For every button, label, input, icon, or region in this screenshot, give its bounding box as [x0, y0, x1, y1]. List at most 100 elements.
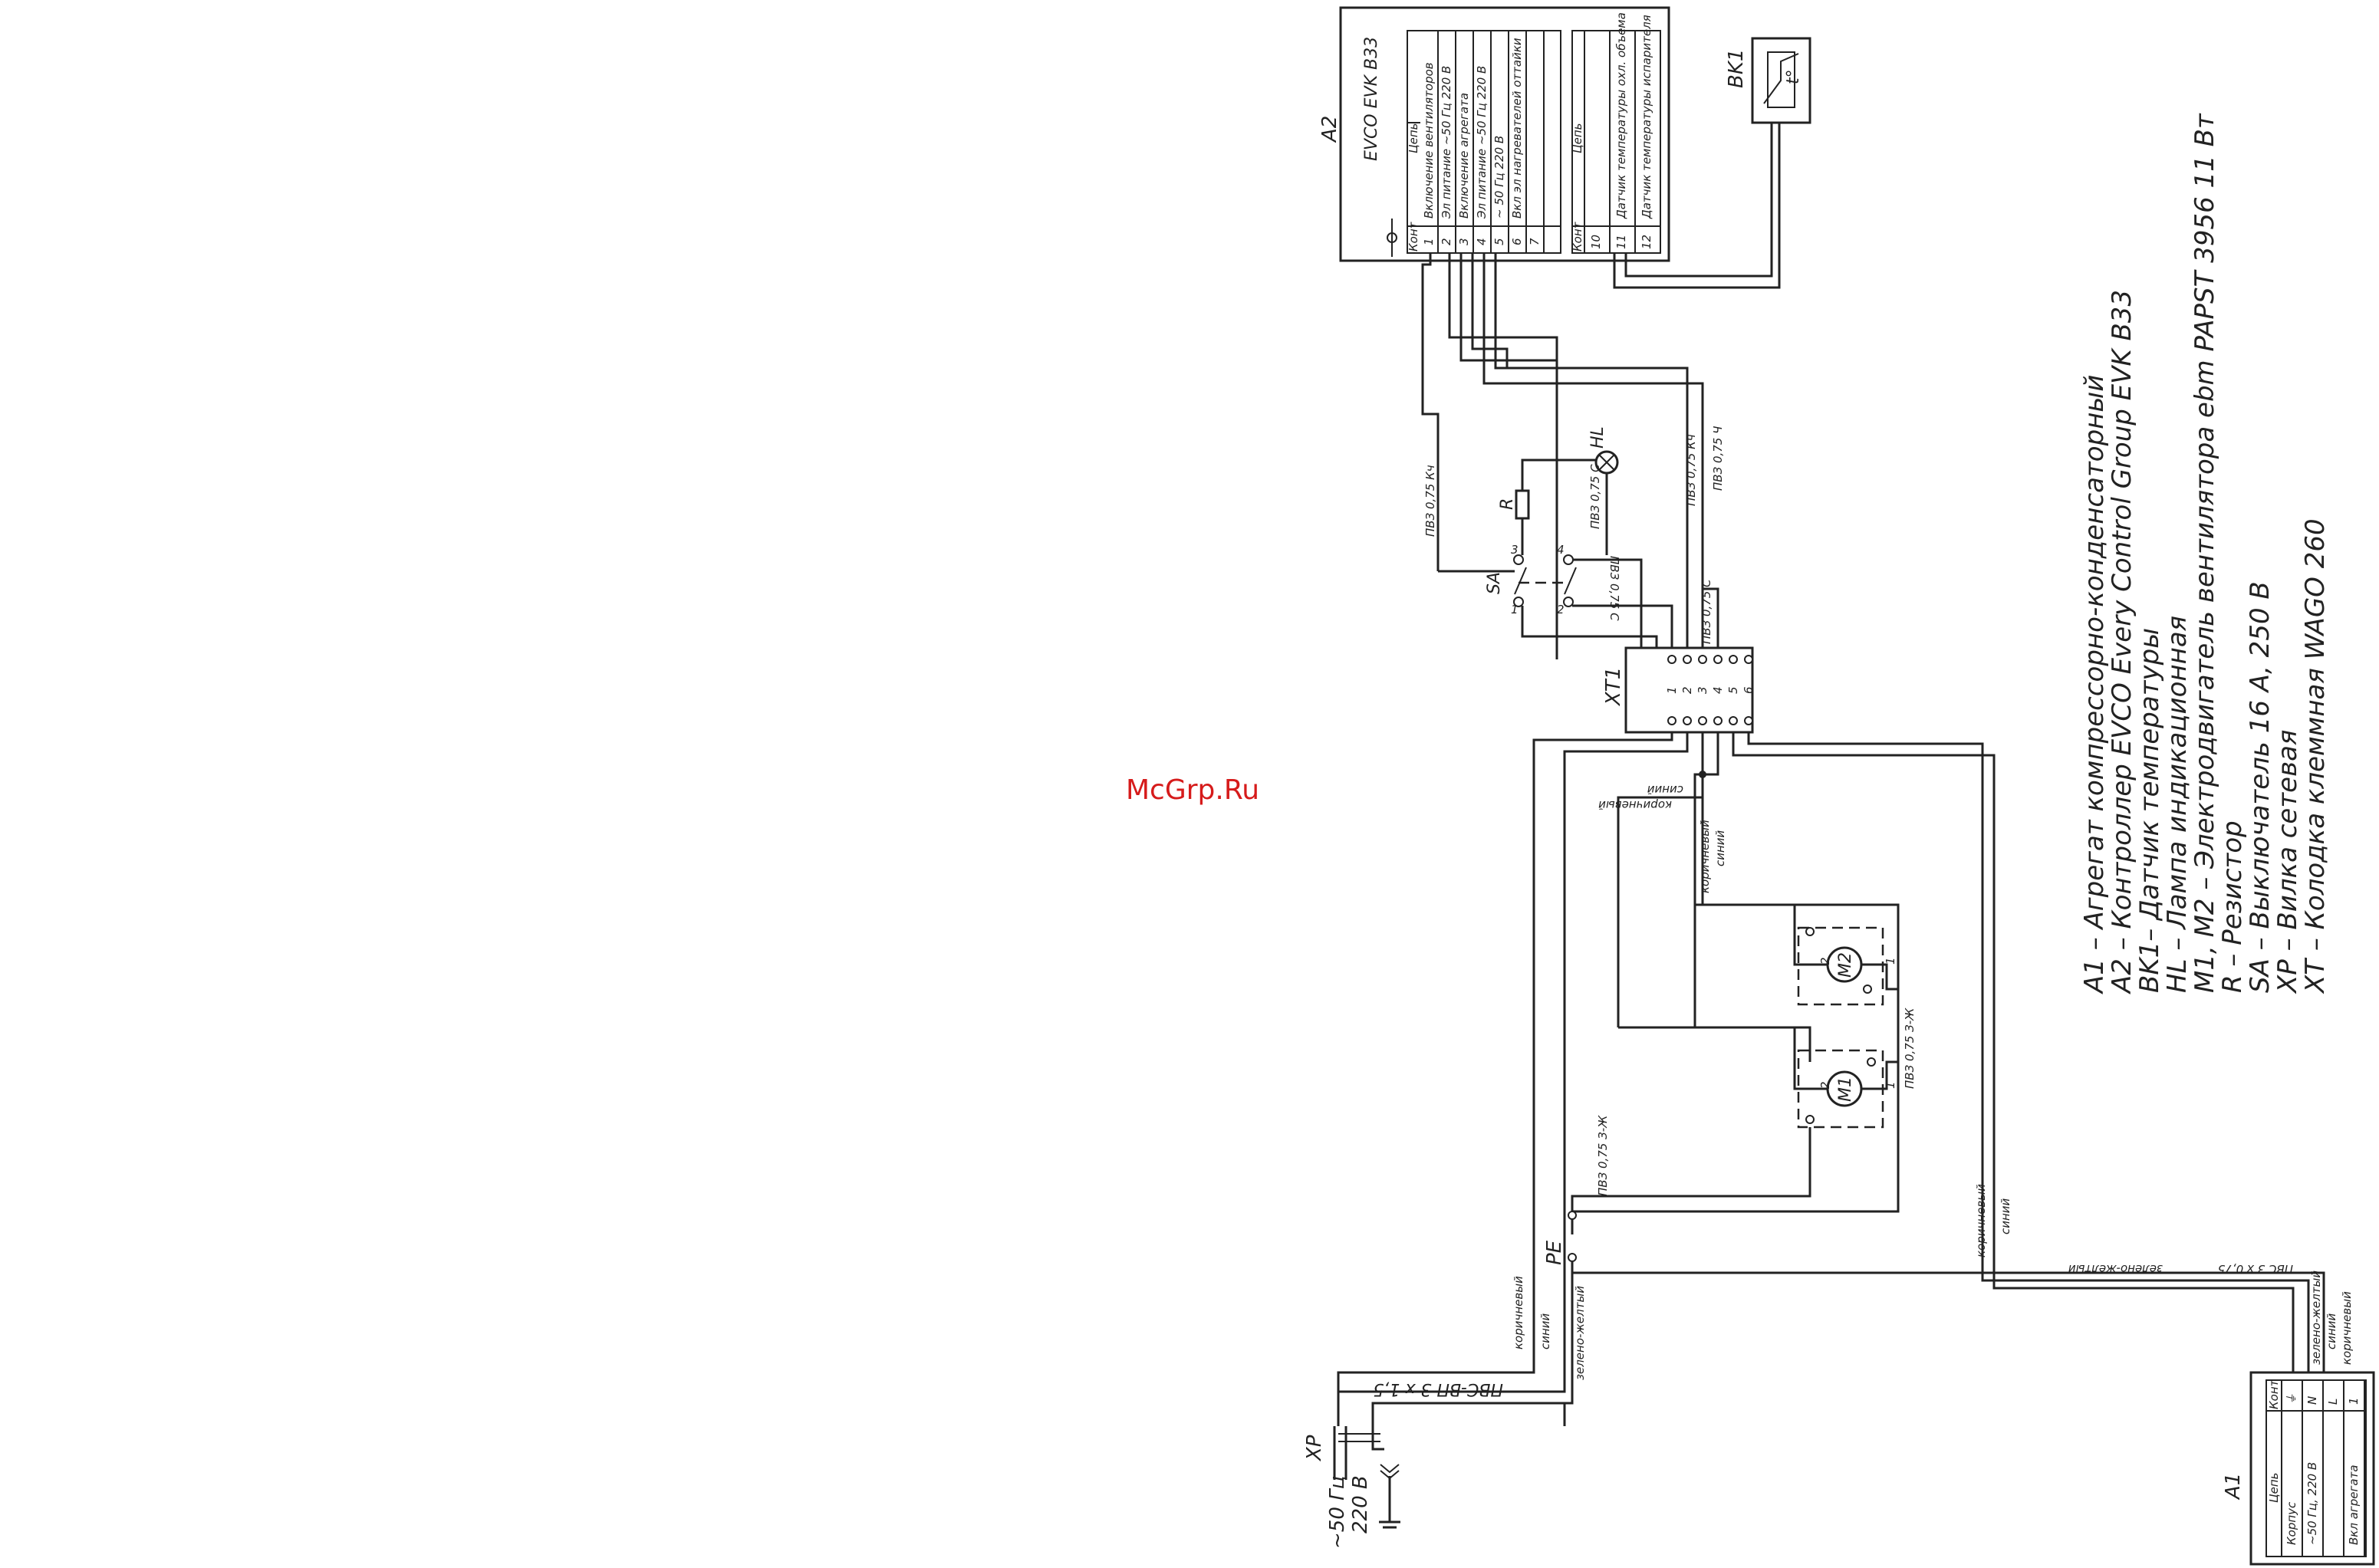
- a2-pin-6: 6: [1510, 238, 1524, 245]
- a1-circuit-label: Вкл агрегата: [2347, 1464, 2361, 1545]
- a2-circuit-label: ~ 50 Гц 220 В: [1492, 136, 1506, 219]
- a1-ref: A1: [2222, 1473, 2245, 1501]
- a2-pin-7: 7: [1528, 238, 1542, 245]
- xt1-terminal-bottom: [1713, 716, 1723, 725]
- xt1-terminal-bottom: [1729, 716, 1738, 725]
- xt1-terminal-bottom: [1667, 716, 1676, 725]
- sensor-bk1: t° BK1: [1725, 37, 1811, 124]
- a2-circuit-label: Датчик температуры испарителя: [1640, 15, 1653, 219]
- xt1-pin-5: 5: [1726, 686, 1740, 694]
- legend-item: SA – Выключатель 16 А, 250 В: [2245, 581, 2275, 993]
- a2-pin-1: 1: [1422, 238, 1436, 245]
- xt1-terminal-top: [1683, 655, 1692, 664]
- bk1-symbol: t°: [1784, 69, 1803, 84]
- pe-bus: PE: [1543, 1211, 2325, 1426]
- wire-label-sin3: синий: [1999, 1198, 2012, 1234]
- pe-ref: PE: [1543, 1240, 1566, 1265]
- a2-ref: A2: [1318, 116, 1341, 143]
- r-ref: R: [1498, 498, 1517, 510]
- a2-circuit-label: Датчик температуры охл. объема: [1614, 12, 1628, 219]
- wire-label-pv3-s-xt: ПВЗ 0,75 С: [1700, 579, 1713, 644]
- wire-label-zelzh1: зелено-желтый: [2068, 1262, 2163, 1276]
- a2-pin-2: 2: [1440, 238, 1453, 245]
- a1-header-konts: Конт: [2267, 1379, 2281, 1409]
- m1-pin-2: 2: [1818, 1081, 1832, 1089]
- wire-label-sin1: синий: [1647, 783, 1683, 797]
- a1-pin: N: [2305, 1396, 2319, 1405]
- sa-ref: SA: [1485, 572, 1504, 594]
- xt1-terminal-top: [1698, 655, 1707, 664]
- a2-header-cep-2: Цепь: [1571, 123, 1584, 153]
- legend-item: XT – Колодка клеммная WAGO 260: [2300, 518, 2331, 994]
- a2-pin-3: 3: [1457, 238, 1471, 245]
- a2-header-konts-2: Конт: [1571, 221, 1584, 251]
- xt1-terminal-top: [1744, 655, 1753, 664]
- fan-motor-m2: M2 1 2: [1695, 903, 1898, 1006]
- wire-label-pv3-s-top: ПВЗ 0,75 С: [1588, 464, 1602, 529]
- wire-labels: ПВЗ 0,75 Кч ПВЗ 0,75 С ПВЗ 0,75 С ПВЗ 0,…: [1373, 426, 2354, 1399]
- wire-label-pv3-zzh2: ПВЗ 0,75 З-Ж: [1596, 1115, 1610, 1196]
- wire-label-korich2: коричневый: [1698, 820, 1712, 893]
- m2-ref: M2: [1836, 952, 1855, 978]
- a1-header-cep: Цепь: [2267, 1472, 2281, 1503]
- a1-circuit-label: ~50 Гц, 220 В: [2305, 1462, 2319, 1545]
- fan-motor-m1: M1 1 2: [1571, 989, 1900, 1234]
- legend-item: HL – Лампа индикационная: [2162, 616, 2193, 993]
- xp-ref: XP: [1303, 1435, 1326, 1462]
- xt1-pin-3: 3: [1696, 686, 1709, 694]
- sa-pin-4: 4: [1557, 543, 1565, 557]
- watermark: McGrp.Ru: [1126, 774, 1259, 806]
- lamp-hl: HL: [1588, 426, 1619, 555]
- wire-label-korich3: коричневый: [1974, 1184, 1988, 1257]
- sa-pin-2: 2: [1557, 603, 1565, 616]
- a2-circuit-label: Включение вентиляторов: [1422, 62, 1436, 219]
- legend-item: BK1– Датчик температуры: [2134, 628, 2165, 993]
- m2-pin-2: 2: [1818, 957, 1832, 965]
- sa-pin-3: 3: [1511, 543, 1519, 557]
- a2-pin-4: 4: [1475, 238, 1489, 245]
- a2-circuit-label: Эл питание ~50 Гц 220 В: [1440, 66, 1453, 219]
- legend-item: A2 – Контроллер EVCO Every Control Group…: [2107, 290, 2137, 994]
- wire-label-zelzh2: зелено-желтый: [1573, 1286, 1587, 1380]
- wire-label-pv3-kch2: ПВЗ 0,75 Кч: [1684, 434, 1698, 506]
- wire-label-pv3-kch: ПВЗ 0,75 Кч: [1423, 465, 1437, 537]
- wire-label-pv3-zzh1: ПВЗ 0,75 З-Ж: [1903, 1008, 1917, 1089]
- controller-a2: 1 Включение вентиляторов 2 Эл питание ~50 Г…: [1318, 6, 1670, 262]
- m2-pin-1: 1: [1884, 957, 1897, 965]
- xt1-ref: XT1: [1602, 667, 1625, 707]
- wire-label-sin5: синий: [2325, 1313, 2338, 1349]
- a1-pin: L: [2326, 1399, 2340, 1405]
- a2-circuit-label: Включение агрегата: [1457, 93, 1471, 219]
- xt1-terminal-top: [1667, 655, 1676, 664]
- xt1-terminal-top: [1729, 655, 1738, 664]
- xt1-terminal-top: [1713, 655, 1723, 664]
- xt1-terminal-bottom: [1683, 716, 1692, 725]
- xp-supply-1: ~50 Гц: [1326, 1476, 1349, 1549]
- xt1-pin-1: 1: [1665, 686, 1679, 694]
- switch-sa: SA 1 2 3 4: [1485, 543, 1577, 616]
- legend-item: M1, M2 – Электродвигатель вентилятора eb…: [2190, 113, 2220, 993]
- a2-pin-12: 12: [1640, 235, 1653, 249]
- supply-cable: XP ~50 Гц 220 В: [1303, 1273, 1566, 1549]
- legend-item: A1 – Агрегат компрессорно-конденсаторный: [2079, 375, 2110, 994]
- a2-header-konts: Конт: [1407, 221, 1420, 251]
- wires-bottom: [1532, 732, 1996, 1273]
- sa-pin-1: 1: [1511, 603, 1519, 616]
- a2-pin-11: 11: [1614, 235, 1628, 249]
- wire-label-sin4: синий: [1538, 1313, 1552, 1349]
- xt1-pin-2: 2: [1680, 686, 1694, 694]
- wire-label-korich1: коричневый: [1598, 798, 1672, 812]
- a1-pin: 1: [2347, 1397, 2361, 1405]
- a1-pin: ⏚: [2285, 1393, 2298, 1405]
- wire-label-pvs-a1: ПВС 3 х 0,75: [2218, 1262, 2293, 1276]
- wire-label-pv3-s-mid: ПВЗ 0,75 С: [1607, 556, 1621, 621]
- wire-label-sin2: синий: [1713, 830, 1727, 866]
- hl-ref: HL: [1588, 426, 1607, 449]
- a2-circuit-label: Эл питание ~50 Гц 220 В: [1475, 66, 1489, 219]
- a2-header-cep: Цепь: [1407, 123, 1420, 153]
- wire-label-korich4: коричневый: [1512, 1276, 1525, 1349]
- xt1-pin-4: 4: [1711, 686, 1725, 694]
- legend-item: R – Резистор: [2217, 820, 2248, 993]
- m1-ref: M1: [1836, 1077, 1855, 1102]
